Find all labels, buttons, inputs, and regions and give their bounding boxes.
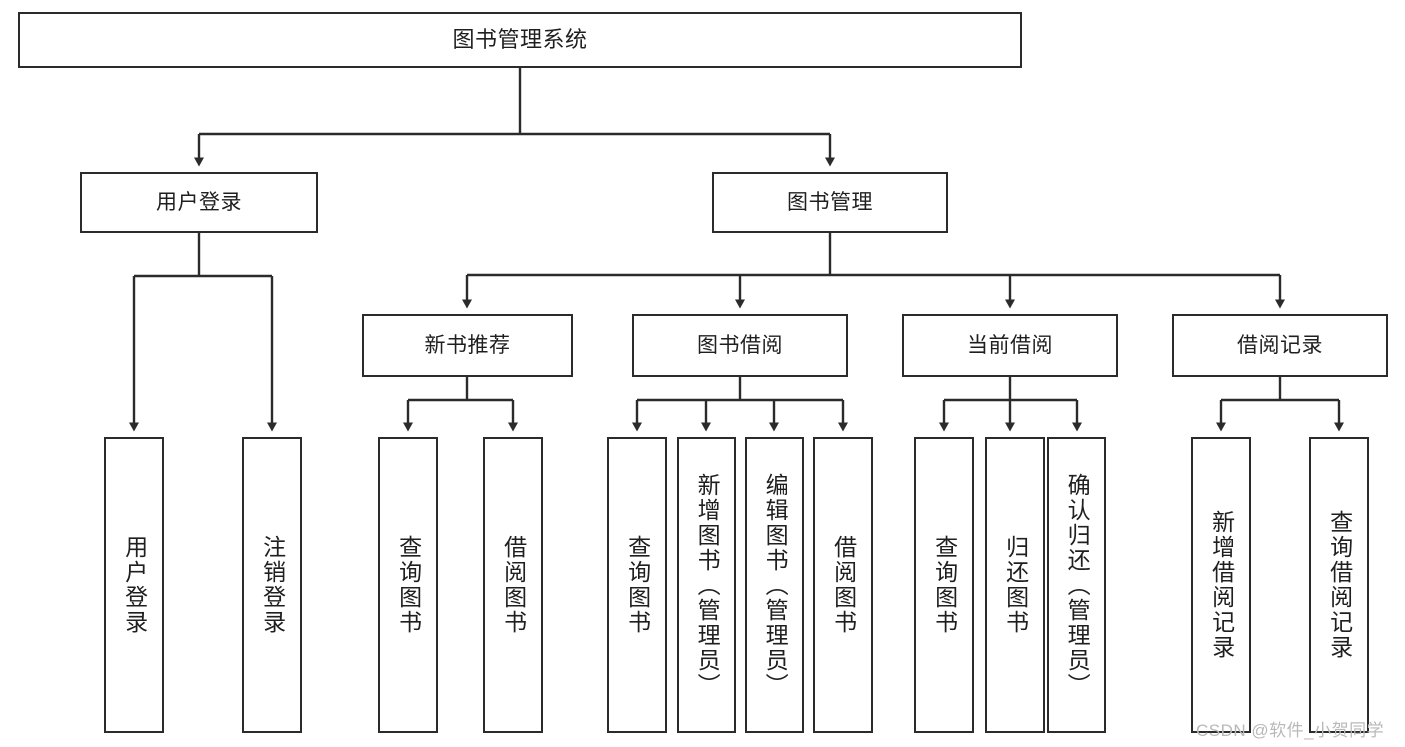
- node-label: 注销登录: [259, 535, 286, 635]
- leaf-current-borrow-return-books[interactable]: 归还图书: [985, 437, 1045, 733]
- leaf-book-borrow-edit-book-admin[interactable]: 编辑图书（管理员）: [745, 437, 804, 733]
- node-label: 借阅图书: [830, 535, 857, 635]
- node-label: 新增图书（管理员）: [694, 472, 721, 698]
- leaf-new-book-query-books[interactable]: 查询图书: [378, 437, 438, 733]
- leaf-current-borrow-query-books[interactable]: 查询图书: [914, 437, 974, 733]
- node-label: 查询图书: [624, 535, 651, 635]
- node-label: 新增借阅记录: [1208, 510, 1235, 660]
- node-label: 新书推荐: [424, 333, 511, 357]
- node-user-login[interactable]: 用户登录: [80, 172, 318, 233]
- node-new-book-recommendation[interactable]: 新书推荐: [362, 314, 573, 377]
- node-borrowing-record[interactable]: 借阅记录: [1172, 314, 1388, 377]
- leaf-new-book-borrow-books[interactable]: 借阅图书: [483, 437, 543, 733]
- node-book-management[interactable]: 图书管理: [712, 172, 948, 233]
- node-root-book-management-system[interactable]: 图书管理系统: [18, 12, 1022, 68]
- leaf-user-login-sign-in[interactable]: 用户登录: [104, 437, 164, 733]
- node-label: 用户登录: [121, 535, 148, 635]
- csdn-watermark: CSDN @软件_小贺同学: [1196, 721, 1385, 740]
- node-label: 图书管理系统: [452, 26, 588, 52]
- node-label: 查询借阅记录: [1326, 510, 1353, 660]
- leaf-user-login-sign-out[interactable]: 注销登录: [242, 437, 302, 733]
- node-label: 借阅图书: [500, 535, 527, 635]
- node-label: 借阅记录: [1237, 333, 1323, 357]
- leaf-book-borrow-add-book-admin[interactable]: 新增图书（管理员）: [677, 437, 736, 733]
- node-label: 图书借阅: [697, 333, 783, 357]
- leaf-current-borrow-confirm-return-admin[interactable]: 确认归还（管理员）: [1047, 437, 1106, 733]
- leaf-book-borrow-borrow-books[interactable]: 借阅图书: [813, 437, 873, 733]
- leaf-book-borrow-query-books[interactable]: 查询图书: [607, 437, 667, 733]
- node-label: 查询图书: [395, 535, 422, 635]
- node-label: 用户登录: [156, 190, 242, 214]
- node-current-borrowing[interactable]: 当前借阅: [902, 314, 1118, 377]
- node-label: 图书管理: [787, 190, 873, 214]
- node-book-borrowing[interactable]: 图书借阅: [632, 314, 848, 377]
- node-label: 查询图书: [931, 535, 958, 635]
- node-label: 编辑图书（管理员）: [762, 472, 789, 698]
- leaf-borrow-record-add-record[interactable]: 新增借阅记录: [1191, 437, 1251, 733]
- node-label: 当前借阅: [967, 333, 1053, 357]
- leaf-borrow-record-query-record[interactable]: 查询借阅记录: [1309, 437, 1369, 733]
- node-label: 归还图书: [1002, 535, 1029, 635]
- node-label: 确认归还（管理员）: [1064, 472, 1091, 698]
